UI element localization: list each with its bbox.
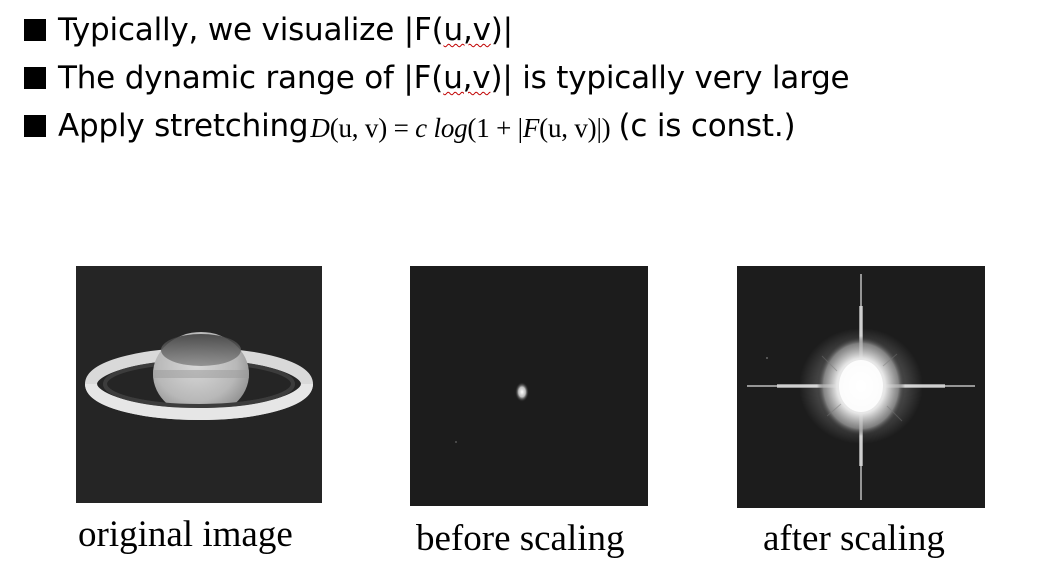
bullet-1-text-c: )| bbox=[490, 12, 513, 48]
bullet-1-text-a: Typically, we visualize |F( bbox=[58, 12, 444, 48]
bullet-3-prefix: Apply stretching bbox=[58, 108, 309, 144]
spectrum-before-image bbox=[410, 266, 648, 506]
formula-inner: (1 + | bbox=[467, 112, 523, 143]
formula-log: log bbox=[433, 112, 468, 143]
bullet-1-text-b: u,v bbox=[443, 12, 491, 48]
bullet-item-3: Apply stretching D(u, v) = c log(1 + |F(… bbox=[24, 102, 1024, 150]
formula-close: |) bbox=[596, 112, 611, 143]
formula-args2: (u, v) bbox=[539, 112, 597, 143]
bullet-item-2: The dynamic range of |F(u,v)| is typical… bbox=[24, 54, 1024, 102]
bullet-2-text-c: )| is typically very large bbox=[490, 60, 850, 96]
caption-before-scaling: before scaling bbox=[416, 518, 625, 559]
bullet-item-1: Typically, we visualize |F(u,v)| bbox=[24, 6, 1024, 54]
formula-f: F bbox=[522, 112, 540, 143]
bullet-square-icon bbox=[24, 67, 46, 89]
bullet-2-text-b: u,v bbox=[443, 60, 491, 96]
bullet-square-icon bbox=[24, 115, 46, 137]
caption-after-scaling: after scaling bbox=[763, 518, 945, 559]
stretching-formula: D(u, v) = c log(1 + |F(u, v)|) bbox=[310, 113, 610, 144]
bullet-3-suffix: (c is const.) bbox=[618, 108, 796, 144]
formula-eq: = bbox=[387, 112, 416, 143]
bullet-list: Typically, we visualize |F(u,v)| The dyn… bbox=[24, 6, 1024, 150]
bullet-square-icon bbox=[24, 19, 46, 41]
bullet-2-text-a: The dynamic range of |F( bbox=[58, 60, 444, 96]
formula-c: c bbox=[415, 112, 427, 143]
spectrum-after-image bbox=[737, 266, 985, 508]
caption-original-image: original image bbox=[78, 514, 293, 555]
saturn-image bbox=[76, 266, 322, 503]
formula-args1: (u, v) bbox=[329, 112, 388, 143]
formula-d: D bbox=[310, 112, 330, 143]
